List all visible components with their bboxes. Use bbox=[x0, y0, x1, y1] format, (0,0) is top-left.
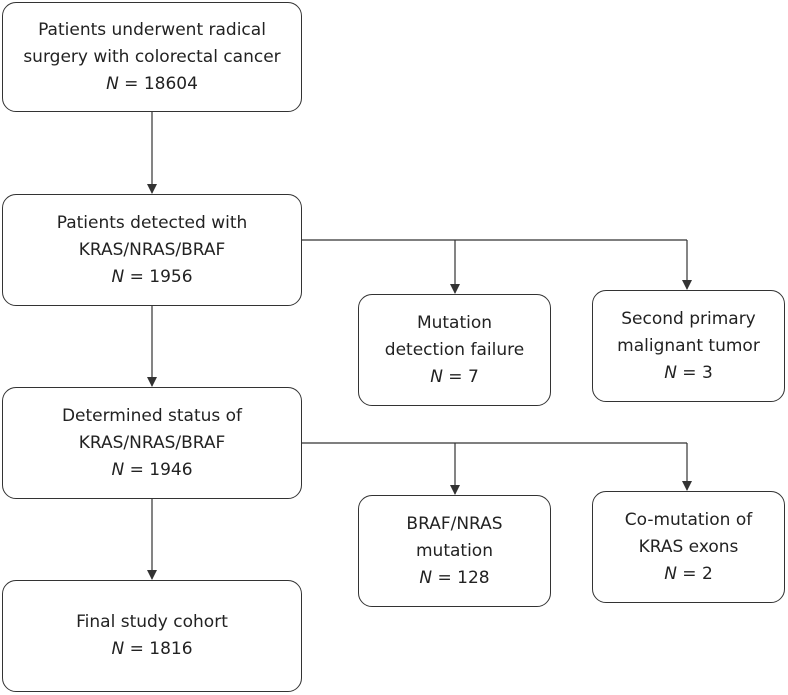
box-determined-line-2: KRAS/NRAS/BRAF bbox=[78, 432, 226, 453]
box-detected-line-1: Patients detected with bbox=[56, 212, 248, 233]
count-value: 1816 bbox=[149, 639, 193, 659]
box-second-primary-line-1: Second primary bbox=[621, 308, 756, 329]
n-symbol: N bbox=[111, 639, 125, 659]
box-second-primary-count: N = 3 bbox=[664, 362, 713, 383]
box-braf-nras-count: N = 128 bbox=[419, 567, 490, 588]
box-braf-nras: BRAF/NRAS mutation N = 128 bbox=[358, 495, 551, 607]
box-final-line-1: Final study cohort bbox=[76, 612, 228, 632]
n-symbol: N bbox=[419, 567, 433, 588]
box-surgery: Patients underwent radical surgery with … bbox=[2, 2, 302, 112]
box-surgery-line-2: surgery with colorectal cancer bbox=[23, 46, 281, 67]
box-comutation-line-1: Co-mutation of bbox=[624, 509, 753, 530]
box-detected-line-2: KRAS/NRAS/BRAF bbox=[78, 239, 226, 260]
box-surgery-count: N = 18604 bbox=[106, 73, 198, 94]
box-second-primary: Second primary malignant tumor N = 3 bbox=[592, 290, 785, 402]
box-detected-count: N = 1956 bbox=[111, 266, 193, 287]
box-comutation-count: N = 2 bbox=[664, 563, 713, 584]
box-failure-line-1: Mutation bbox=[416, 312, 493, 333]
box-determined-line-1: Determined status of bbox=[61, 405, 243, 426]
n-symbol: N bbox=[106, 73, 119, 94]
box-detected: Patients detected with KRAS/NRAS/BRAF N … bbox=[2, 194, 302, 306]
box-failure-count: N = 7 bbox=[430, 366, 479, 387]
box-comutation-line-2: KRAS exons bbox=[638, 536, 739, 557]
n-symbol: N bbox=[664, 362, 677, 383]
count-value: 3 bbox=[701, 362, 713, 383]
box-braf-nras-line-1: BRAF/NRAS bbox=[406, 513, 503, 534]
box-determined-count: N = 1946 bbox=[111, 459, 193, 480]
n-symbol: N bbox=[430, 366, 443, 387]
count-value: 1946 bbox=[149, 459, 193, 480]
box-final: Final study cohort N = 1816 bbox=[2, 580, 302, 692]
box-determined: Determined status of KRAS/NRAS/BRAF N = … bbox=[2, 387, 302, 499]
count-value: 2 bbox=[701, 563, 713, 584]
box-failure: Mutation detection failure N = 7 bbox=[358, 294, 551, 406]
n-symbol: N bbox=[111, 459, 125, 480]
box-second-primary-line-2: malignant tumor bbox=[617, 335, 760, 356]
n-symbol: N bbox=[111, 266, 125, 287]
count-value: 1956 bbox=[149, 266, 193, 287]
box-final-count: N = 1816 bbox=[111, 639, 193, 659]
box-failure-line-2: detection failure bbox=[384, 339, 525, 360]
count-value: 128 bbox=[457, 567, 490, 588]
count-value: 7 bbox=[467, 366, 479, 387]
box-comutation: Co-mutation of KRAS exons N = 2 bbox=[592, 491, 785, 603]
n-symbol: N bbox=[664, 563, 677, 584]
count-value: 18604 bbox=[143, 73, 198, 94]
box-braf-nras-line-2: mutation bbox=[416, 540, 493, 561]
box-surgery-line-1: Patients underwent radical bbox=[38, 19, 266, 40]
